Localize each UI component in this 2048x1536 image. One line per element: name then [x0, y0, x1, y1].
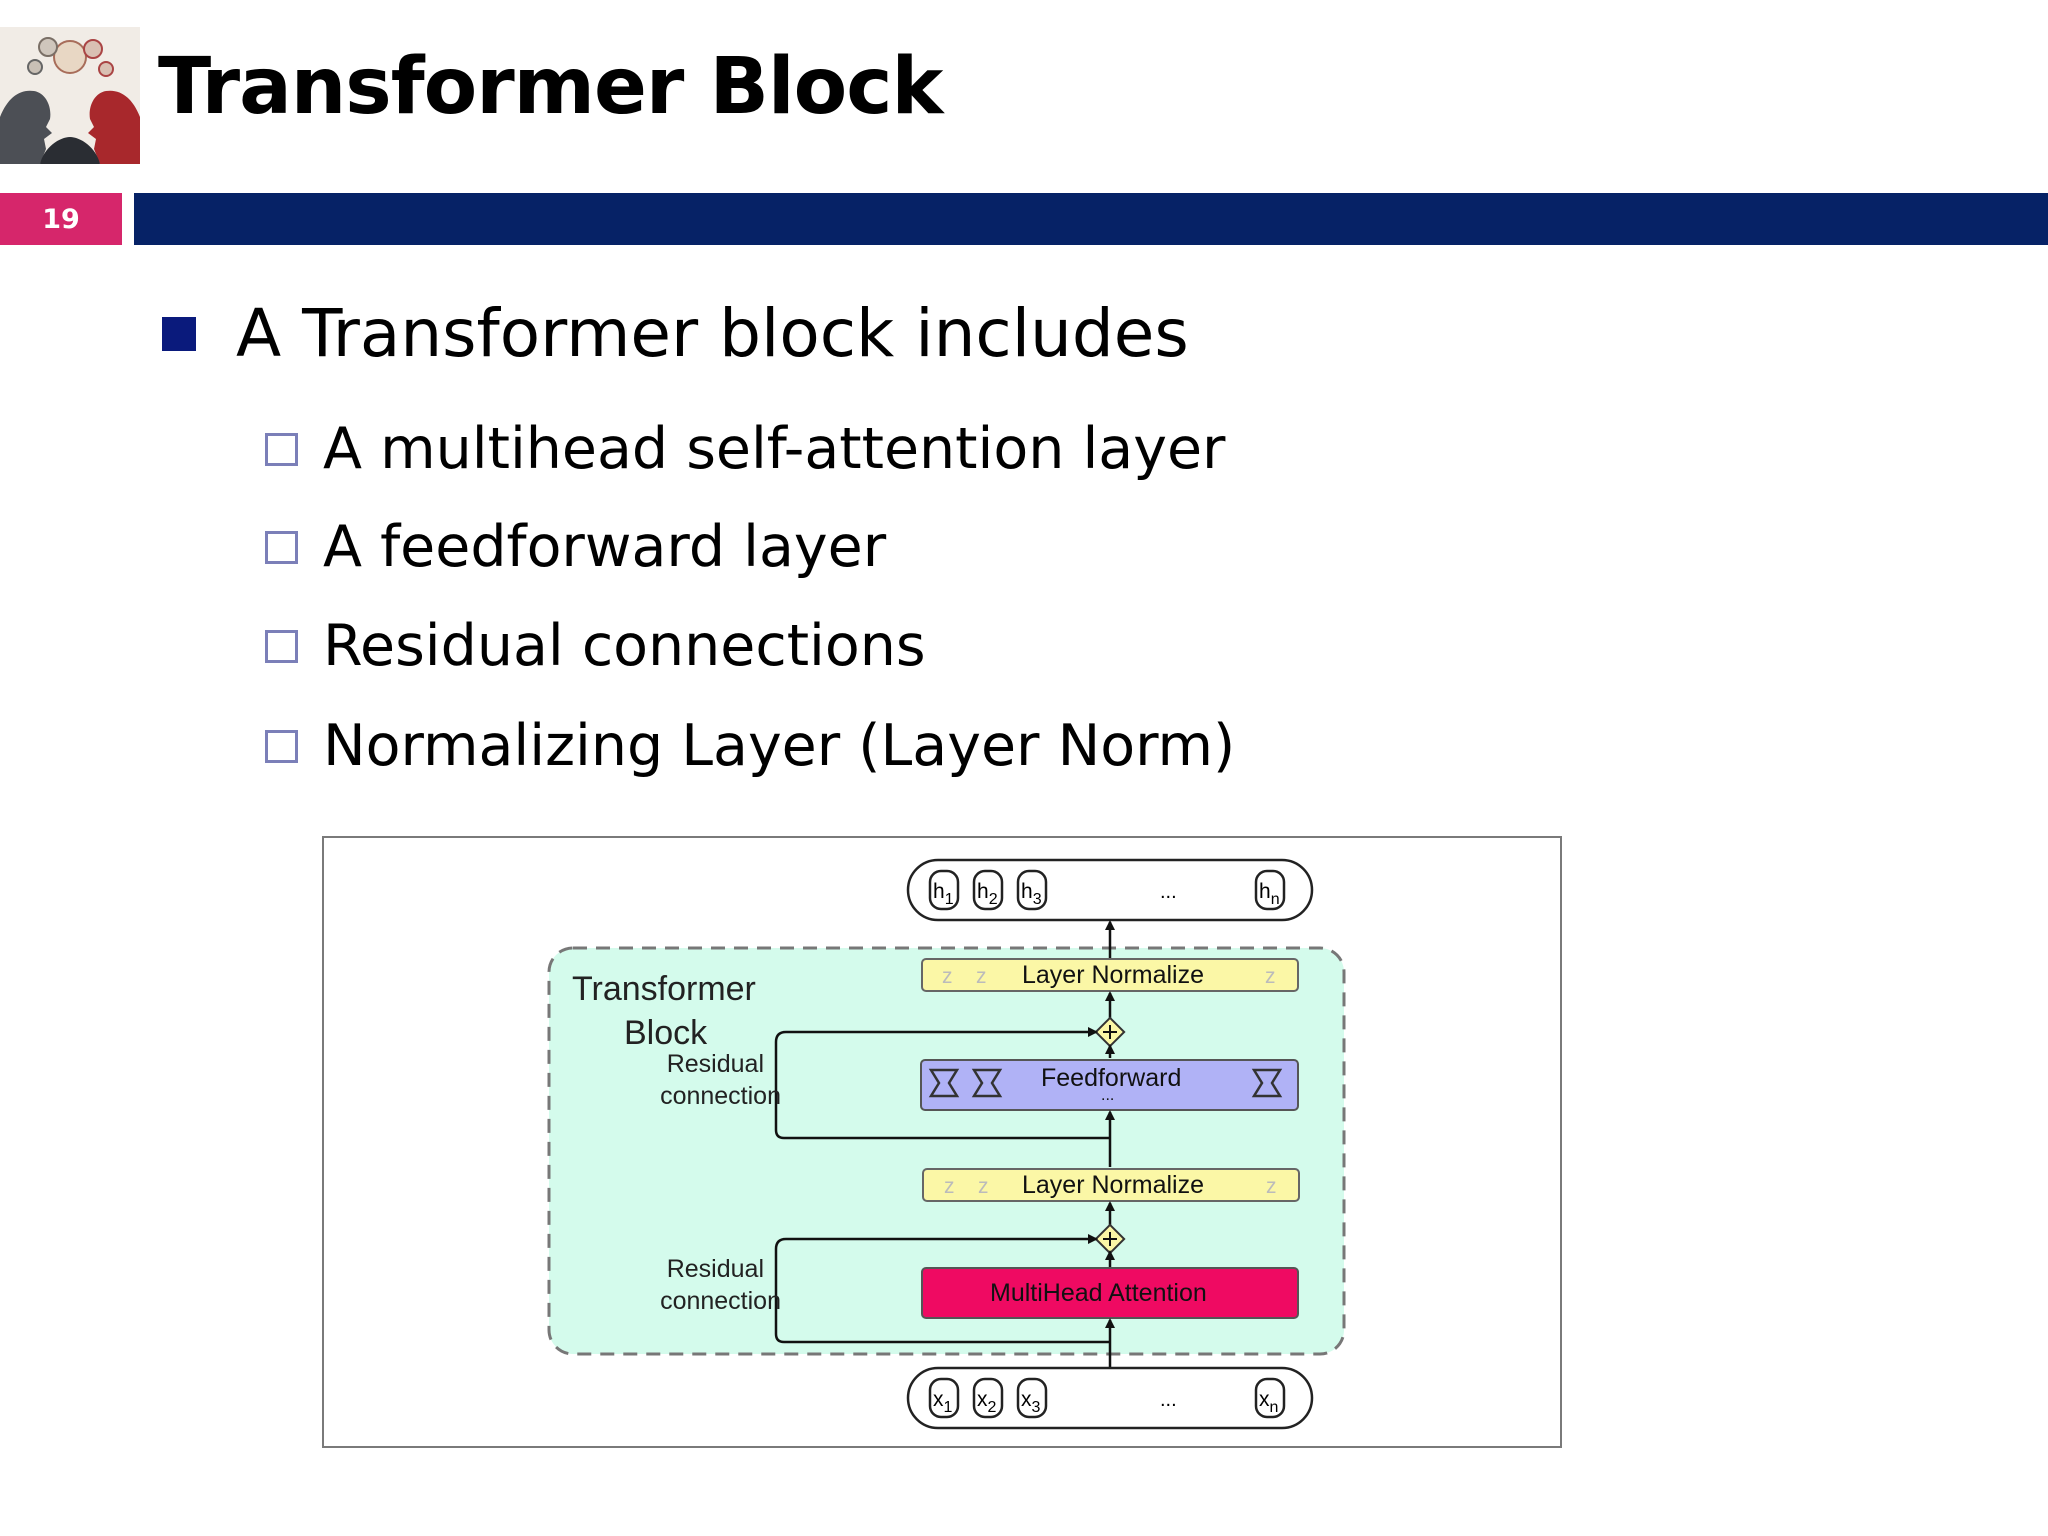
svg-text:x2: x2 — [977, 1388, 997, 1416]
feedforward-label: Feedforward — [1041, 1064, 1181, 1092]
residual-label: Residual — [667, 1050, 764, 1078]
svg-text:x3: x3 — [1021, 1388, 1041, 1416]
ffn-unit-icon — [928, 1068, 1283, 1098]
layer-normalize-bottom-label: Layer Normalize — [1022, 1171, 1204, 1199]
residual-label: Residual — [667, 1255, 764, 1283]
bullet-main: A Transformer block includes — [162, 295, 1189, 372]
sub-bullet-text: A feedforward layer — [323, 514, 887, 580]
svg-text:h2: h2 — [977, 880, 998, 908]
hollow-square-bullet-icon — [265, 530, 298, 564]
transformer-block-area — [547, 946, 1346, 1356]
block-label: Transformer — [572, 970, 756, 1008]
input-token: x2 — [972, 1377, 1004, 1419]
output-token: h3 — [1016, 869, 1048, 911]
output-token: h1 — [928, 869, 960, 911]
output-ellipsis: ... — [1160, 881, 1177, 903]
logo — [0, 27, 140, 164]
hollow-square-bullet-icon — [265, 729, 298, 763]
sub-bullet: A multihead self-attention layer — [265, 418, 1225, 481]
input-token: xn — [1254, 1377, 1286, 1419]
input-capsule — [906, 1366, 1314, 1430]
layer-normalize-top-label: Layer Normalize — [1022, 961, 1204, 989]
hollow-square-bullet-icon — [265, 432, 298, 466]
transformer-block-diagram: h1 h2 h3 ... hn Transformer Block z z La… — [322, 836, 1562, 1448]
residual-connection-top — [774, 1027, 1110, 1140]
svg-text:z: z — [1265, 965, 1276, 988]
residual-connection-bottom — [774, 1234, 1110, 1344]
input-token: x1 — [928, 1377, 960, 1419]
output-capsule — [906, 858, 1314, 922]
multihead-attention-label: MultiHead Attention — [990, 1279, 1207, 1307]
add-node-icon — [1094, 1016, 1126, 1048]
sub-bullet: Normalizing Layer (Layer Norm) — [265, 715, 1235, 778]
residual-label: connection — [660, 1082, 781, 1110]
svg-text:x1: x1 — [933, 1388, 953, 1416]
block-label: Block — [624, 1014, 708, 1052]
sub-bullet-text: A multihead self-attention layer — [323, 416, 1226, 482]
sub-bullet: A feedforward layer — [265, 516, 886, 579]
svg-text:...: ... — [1101, 1087, 1114, 1104]
svg-text:z: z — [976, 965, 987, 988]
input-token: x3 — [1016, 1377, 1048, 1419]
hollow-square-bullet-icon — [265, 629, 298, 663]
sub-bullet-text: Residual connections — [323, 613, 926, 679]
residual-label: connection — [660, 1287, 781, 1315]
output-token: hn — [1254, 869, 1286, 911]
output-token: h2 — [972, 869, 1004, 911]
bullet-main-text: A Transformer block includes — [236, 295, 1189, 372]
slide-title: Transformer Block — [158, 42, 943, 132]
sub-bullet-text: Normalizing Layer (Layer Norm) — [323, 713, 1236, 779]
svg-text:z: z — [944, 1175, 955, 1198]
svg-text:h1: h1 — [933, 880, 954, 908]
svg-text:z: z — [1266, 1175, 1277, 1198]
slide-number: 19 — [0, 193, 122, 245]
svg-text:z: z — [942, 965, 953, 988]
add-node-icon — [1094, 1223, 1126, 1255]
input-ellipsis: ... — [1160, 1389, 1177, 1411]
svg-text:h3: h3 — [1021, 880, 1042, 908]
title-bar — [134, 193, 2048, 245]
svg-text:z: z — [978, 1175, 989, 1198]
svg-text:hn: hn — [1259, 880, 1280, 908]
square-bullet-icon — [162, 317, 196, 352]
svg-text:xn: xn — [1259, 1388, 1278, 1416]
sub-bullet: Residual connections — [265, 615, 926, 678]
